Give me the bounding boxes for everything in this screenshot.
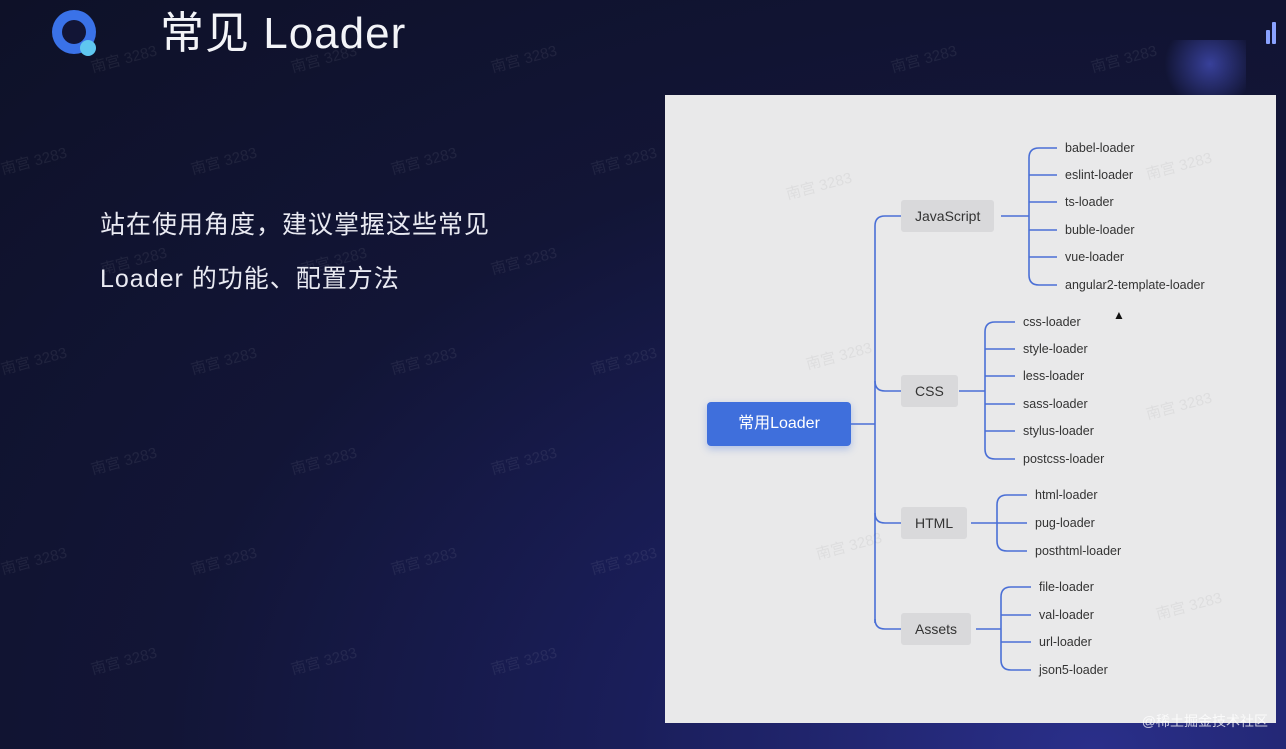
watermark-text: 南宫 3283 <box>589 544 659 579</box>
leaf-less-loader: less-loader <box>1023 369 1085 383</box>
category-html: HTML <box>901 507 968 539</box>
leaf-babel-loader: babel-loader <box>1065 141 1135 155</box>
watermark-text: 南宫 3283 <box>89 444 159 479</box>
watermark-text: 南宫 3283 <box>589 344 659 379</box>
mouse-cursor-icon: ▲ <box>1113 308 1125 322</box>
app-logo-icon <box>52 10 96 56</box>
leaf-ts-loader: ts-loader <box>1065 195 1114 209</box>
slide-title: 常见 Loader <box>160 9 407 58</box>
category-assets: Assets <box>901 613 972 645</box>
leaf-vue-loader: vue-loader <box>1065 250 1125 264</box>
leaf-pug-loader: pug-loader <box>1035 516 1095 530</box>
leaf-css-loader: css-loader <box>1023 315 1081 329</box>
watermark-text: 南宫 3283 <box>0 144 69 179</box>
watermark-text: 南宫 3283 <box>389 544 459 579</box>
watermark-text: 南宫 3283 <box>189 144 259 179</box>
leaf-eslint-loader: eslint-loader <box>1065 168 1134 182</box>
subtitle-line-1: 站在使用角度，建议掌握这些常见 <box>100 211 491 239</box>
leaf-json5-loader: json5-loader <box>1039 663 1108 677</box>
leaf-sass-loader: sass-loader <box>1023 397 1088 411</box>
decorative-glow <box>1156 40 1246 100</box>
watermark-text: 南宫 3283 <box>889 42 959 77</box>
leaf-angular2-template-loader: angular2-template-loader <box>1065 278 1205 292</box>
watermark-text: 南宫 3283 <box>0 544 69 579</box>
leaf-style-loader: style-loader <box>1023 342 1088 356</box>
subtitle-line-2: Loader 的功能、配置方法 <box>100 265 400 293</box>
watermark-text: 南宫 3283 <box>589 144 659 179</box>
watermark-text: 南宫 3283 <box>489 444 559 479</box>
category-javascript: JavaScript <box>901 200 995 232</box>
leaf-stylus-loader: stylus-loader <box>1023 424 1094 438</box>
watermark-text: 南宫 3283 <box>489 42 559 77</box>
watermark-text: 南宫 3283 <box>289 444 359 479</box>
slide-subtitle: 站在使用角度，建议掌握这些常见 Loader 的功能、配置方法 <box>100 198 570 306</box>
watermark-text: 南宫 3283 <box>389 144 459 179</box>
leaf-postcss-loader: postcss-loader <box>1023 452 1105 466</box>
leaf-val-loader: val-loader <box>1039 608 1094 622</box>
watermark-text: 南宫 3283 <box>189 544 259 579</box>
mindmap-connectors <box>851 147 1057 671</box>
leaf-file-loader: file-loader <box>1039 580 1094 594</box>
leaf-buble-loader: buble-loader <box>1065 223 1135 237</box>
leaf-html-loader: html-loader <box>1035 488 1098 502</box>
watermark-text: 南宫 3283 <box>89 644 159 679</box>
watermark-text: 南宫 3283 <box>0 344 69 379</box>
leaf-posthtml-loader: posthtml-loader <box>1035 544 1122 558</box>
mindmap-root-node: 常用Loader <box>707 402 851 446</box>
corner-bars-icon <box>1266 18 1280 44</box>
category-css: CSS <box>901 375 958 407</box>
watermark-text: 南宫 3283 <box>289 644 359 679</box>
watermark-text: 南宫 3283 <box>389 344 459 379</box>
footer-credit: @稀土掘金技术社区 <box>1141 713 1268 729</box>
loader-mindmap: 常用Loader JavaScript CSS HTML Assets babe… <box>665 95 1276 723</box>
watermark-text: 南宫 3283 <box>189 344 259 379</box>
leaf-url-loader: url-loader <box>1039 635 1092 649</box>
watermark-text: 南宫 3283 <box>489 644 559 679</box>
watermark-text: 南宫 3283 <box>1089 42 1159 77</box>
